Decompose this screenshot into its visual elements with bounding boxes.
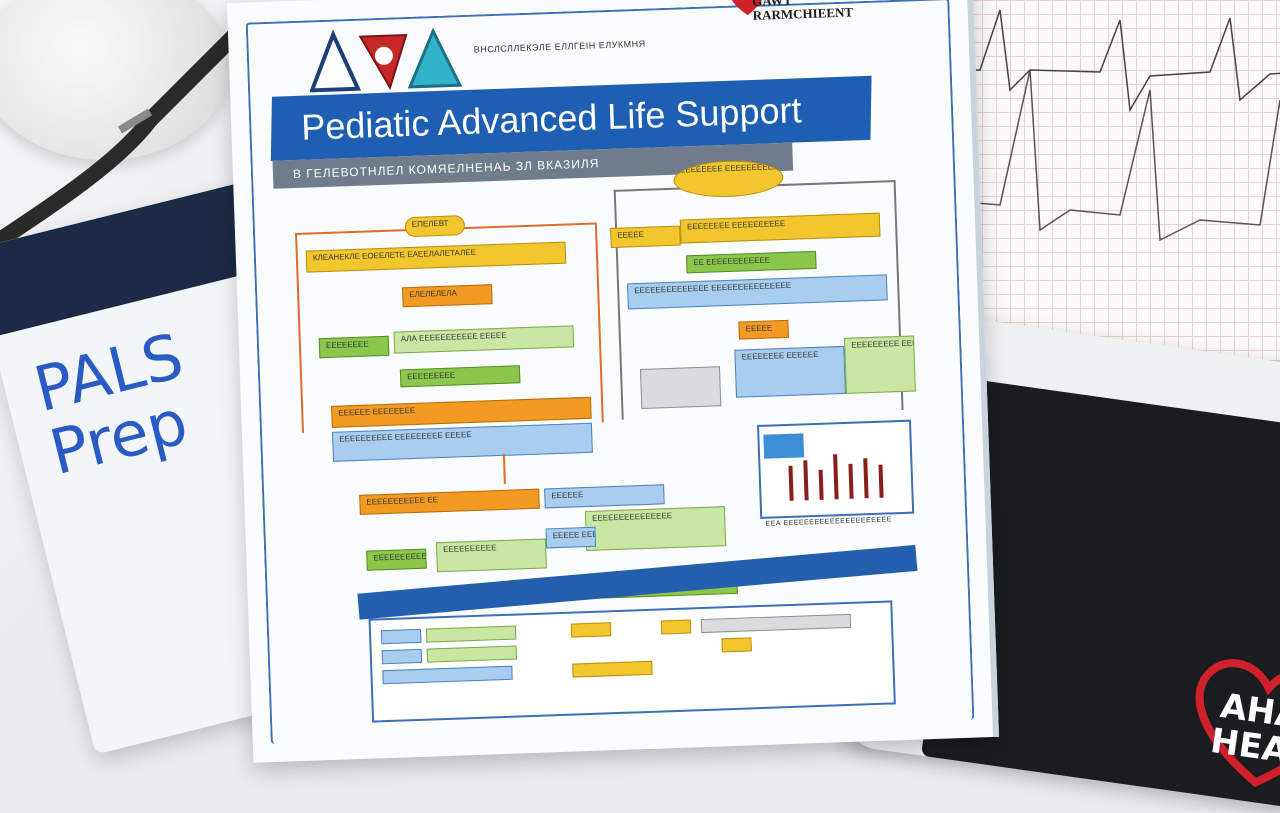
table-cell [380,628,422,645]
flow-step: ЕЕЕЕЕЕЕЕ ЕЕЕЕЕЕ [734,345,846,398]
rhythm-chart [757,419,915,519]
poster-logos [309,27,463,93]
person-icon [374,46,393,65]
pals-poster: ВНСЛСЛЛЕКЭЛЕ ЕЛЛГЕІН ЕЛУКМНЯ GAWT RARMCH… [226,0,1000,763]
heart-brand-icon [729,0,765,16]
stethoscope-tubing [0,22,248,248]
teal-triangle-logo-icon [407,27,463,89]
flow-step: ЕЕЕЕЕЕЕЕЕ ЕЕЕЕЕЕ [844,335,916,394]
flow-step: ЕЕЕЕЕЕ [544,484,665,509]
ecg-trace [939,9,1280,242]
brand-name: GAWT RARMCHIEENT [752,0,853,23]
flow-step: ЕЕЕЕЕ ЕЕЕЕ [545,526,597,549]
dosage-table [368,600,896,723]
table-cell [572,660,653,678]
ecg-printout [939,0,1280,360]
flow-step: ЕЕЕЕЕЕЕЕЕЕЕЕЕЕЕ [584,506,727,552]
flow-step: ЕЕЕЕЕЕЕЕ [318,335,390,359]
triangle-logo-icon [309,29,362,93]
flow-step: ЕЛЕЛЕЛЕЛА [401,284,493,308]
table-cell [700,613,852,634]
table-cell [381,648,423,665]
flow-step: ЕЕЕЕЕ [610,225,681,249]
table-cell [570,622,612,638]
table-cell [382,665,513,685]
flow-start-oval: ЕПЕЛЕВТ [404,215,466,238]
flow-step: ЕЕЕЕЕЕЕЕЕЕ ЕЕЕЕЕ [366,548,427,571]
flow-step [639,366,722,410]
flow-step: ЕЕЕЕЕ [738,319,789,340]
table-cell [721,637,752,653]
table-cell [425,625,517,643]
aha-heart-logo-icon: AHA HEAR [1195,659,1280,788]
table-cell [426,645,518,663]
rhythm-bars [788,454,884,501]
flow-step: ЕЕЕЕЕЕЕЕЕЕ [435,538,547,573]
card-title: PALS Prep [27,319,205,489]
table-cell [660,619,692,635]
